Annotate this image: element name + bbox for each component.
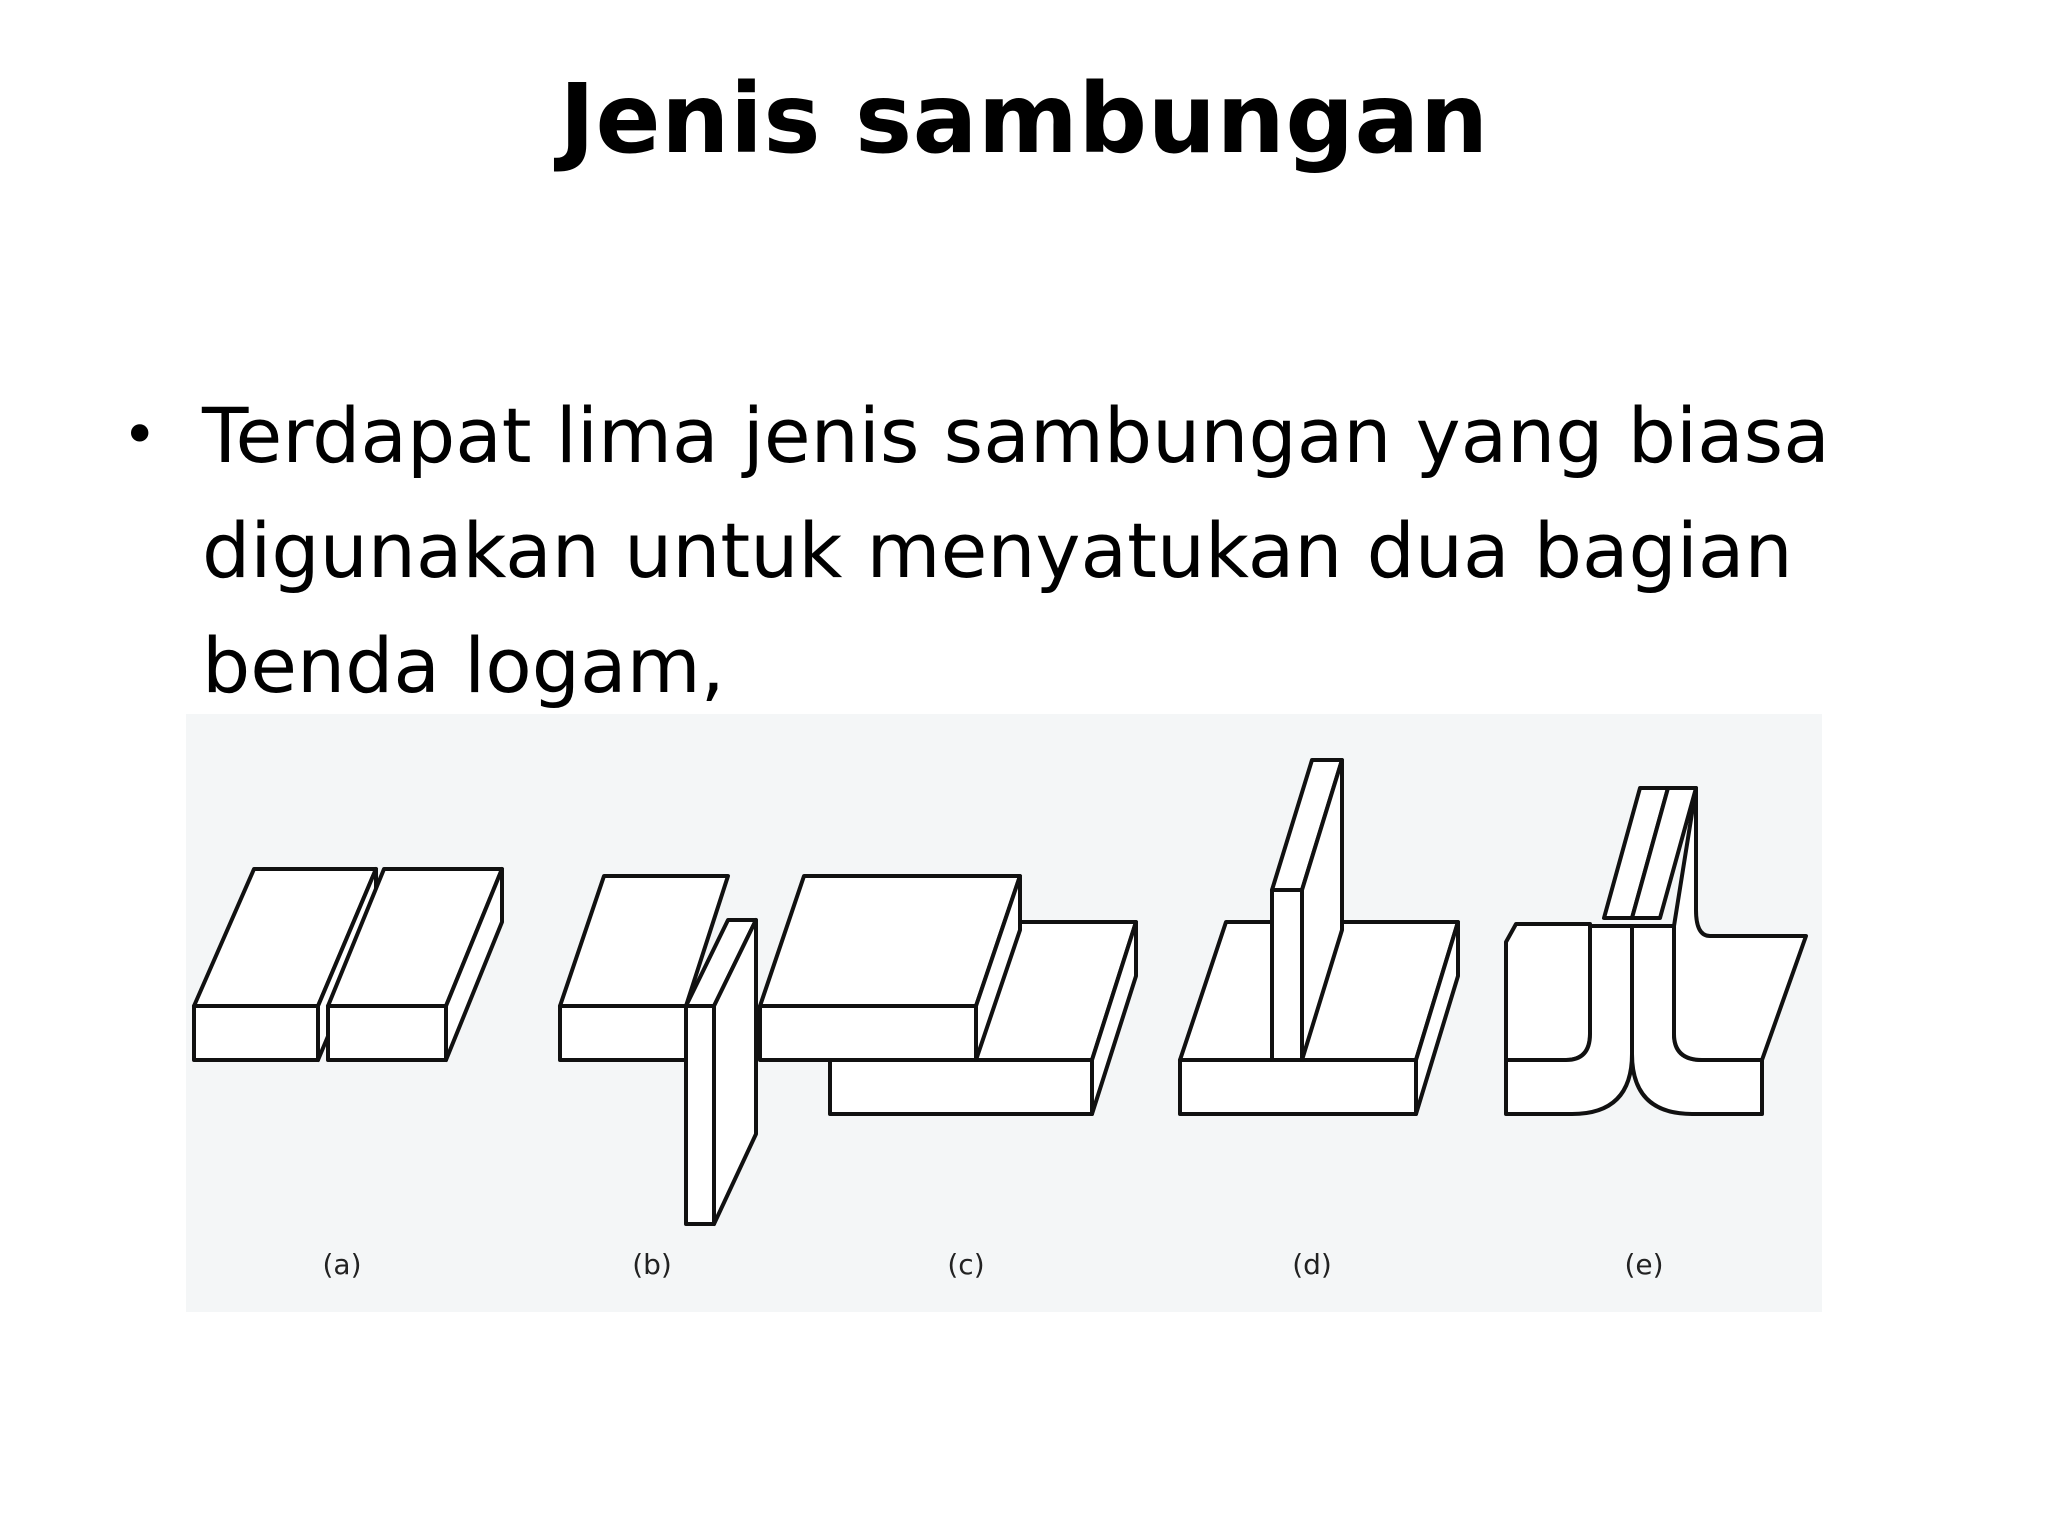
bullet-text: Terdapat lima jenis sambungan yang biasa… [202,391,1830,710]
caption-d: (d) [1292,1248,1332,1281]
joint-diagram: (a) (b) (c) (d) (e) [192,758,1808,1281]
slide-title: Jenis sambungan [559,63,1489,175]
caption-b: (b) [632,1248,672,1281]
butt-joint-icon [192,867,504,1062]
caption-a: (a) [322,1248,361,1281]
caption-c: (c) [947,1248,984,1281]
joint-types-figure: (a) (b) (c) (d) (e) [186,714,1822,1312]
bullet-symbol: • [122,400,158,470]
tee-joint-icon [1178,758,1460,1116]
lap-joint-icon [758,874,1138,1116]
corner-joint-icon [558,874,758,1226]
edge-joint-icon [1504,786,1808,1116]
caption-e: (e) [1624,1248,1663,1281]
